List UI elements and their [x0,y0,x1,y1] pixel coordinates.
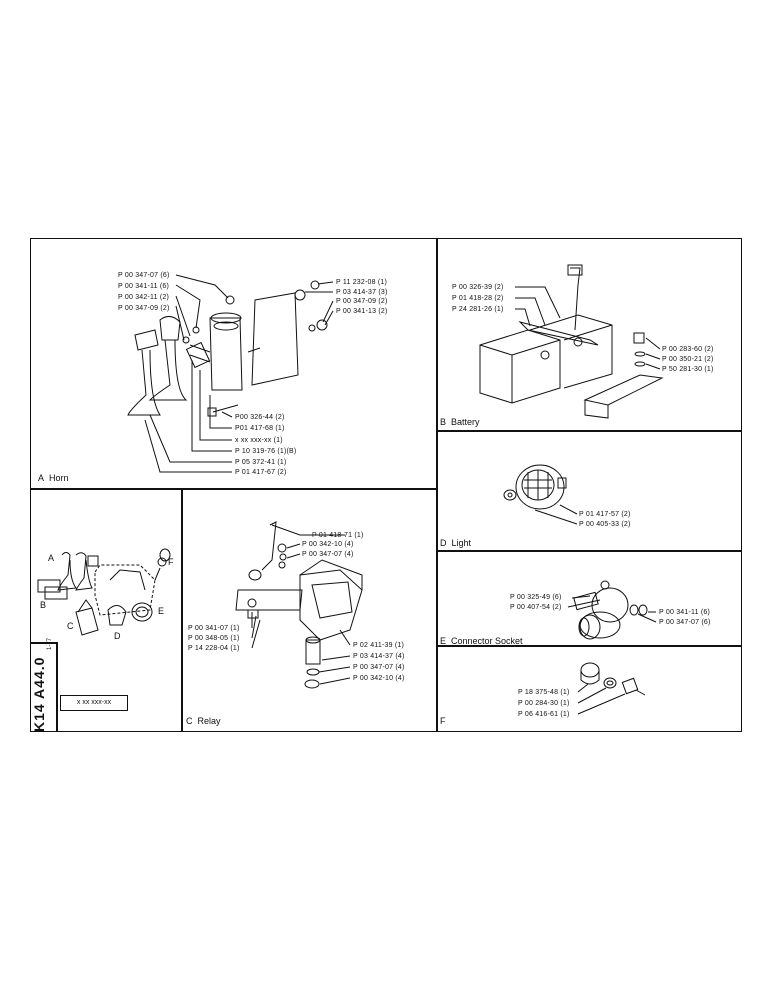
horn-assembly-drawing [127,274,334,473]
part-label: P 24 281-26 (1) [452,306,504,313]
part-label: P01 417-68 (1) [235,425,285,432]
part-label: P 00 347-07 (4) [302,551,354,558]
part-label: P00 326-44 (2) [235,414,285,421]
part-label: P 03 414-37 (4) [353,653,405,660]
part-label: P 10 319-76 (1)(B) [235,448,297,455]
part-label: P 00 342-10 (4) [302,541,354,548]
part-label: P 00 326-39 (2) [452,284,504,291]
divider-titleblock [30,642,57,644]
part-label: P 02 411-39 (1) [353,642,404,649]
part-label: P 00 347-09 (2) [336,298,388,305]
section-title-connector: E Connector Socket [440,636,523,646]
section-title-battery: B Battery [440,417,480,427]
part-label: P 00 341-13 (2) [336,308,388,315]
part-label: P 11 232-08 (1) [336,279,387,286]
part-label: P 00 341-11 (6) [118,283,169,290]
section-name: Horn [49,473,69,483]
connector-socket-drawing [567,580,657,640]
part-label: P 18 375-48 (1) [518,689,570,696]
section-title-plug: F [440,716,451,726]
part-label: P 00 347-07 (6) [118,272,170,279]
overview-letter-f: F [168,557,174,567]
section-name: Battery [451,417,480,427]
relay-drawing [235,521,363,689]
part-label: P 00 347-09 (2) [118,305,170,312]
section-name: Light [451,538,472,548]
divider-connector-bottom [436,645,742,647]
part-label: P 01 418-28 (2) [452,295,504,302]
overview-letter-d: D [114,631,121,641]
section-letter: A [38,473,45,483]
section-letter: C [186,716,193,726]
part-label: P 05 372-41 (1) [235,459,287,466]
battery-drawing [479,264,664,419]
section-title-horn: A Horn [38,473,69,483]
divider-battery-bottom [436,430,742,432]
divider-light-bottom [436,550,742,552]
part-label: P 00 350-21 (2) [662,356,714,363]
part-label: P 01 417-57 (2) [579,511,631,518]
section-letter: E [440,636,447,646]
divider-horn-bottom [30,488,436,490]
part-label: P 00 342-10 (4) [353,675,405,682]
part-label: P 00 342-11 (2) [118,294,169,301]
overview-letter-b: B [40,600,47,610]
divider-vertical-right [436,238,438,732]
section-letter: B [440,417,447,427]
light-drawing [503,464,578,525]
part-label: P 00 283-60 (2) [662,346,714,353]
plug-drawing [577,662,646,715]
part-label: P 00 341-07 (1) [188,625,240,632]
section-letter: F [440,716,446,726]
part-label: P 03 414-37 (3) [336,289,388,296]
part-label: P 06 416-61 (1) [518,711,570,718]
divider-titleblock-v [56,642,58,732]
part-label: P 00 347-07 (4) [353,664,405,671]
overview-letter-e: E [158,606,165,616]
overview-letter-c: C [67,621,74,631]
reference-box: x xx xxx-xx [60,695,128,711]
section-title-light: D Light [440,538,471,548]
section-title-relay: C Relay [186,716,221,726]
drawing-sheet [30,238,742,732]
overview-drawing [37,548,171,636]
part-label: P 01 417-67 (2) [235,469,287,476]
part-label: P 00 325-49 (6) [510,594,562,601]
part-label: P 00 348-05 (1) [188,635,240,642]
part-label: P 01 418-71 (1) [312,532,364,539]
part-label: P 00 347-07 (6) [659,619,711,626]
section-name: Relay [197,716,221,726]
section-letter: D [440,538,447,548]
part-label: x xx xxx-xx (1) [235,437,283,444]
part-label: P 50 281-30 (1) [662,366,714,373]
part-label: P 00 284-30 (1) [518,700,570,707]
part-label: P 00 341-11 (6) [659,609,710,616]
part-label: P 00 405-33 (2) [579,521,631,528]
divider-relay-left [181,488,183,732]
section-name: Connector Socket [451,636,523,646]
part-label: P 14 228-04 (1) [188,645,240,652]
overview-letter-a: A [48,553,55,563]
part-label: P 00 407-54 (2) [510,604,562,611]
